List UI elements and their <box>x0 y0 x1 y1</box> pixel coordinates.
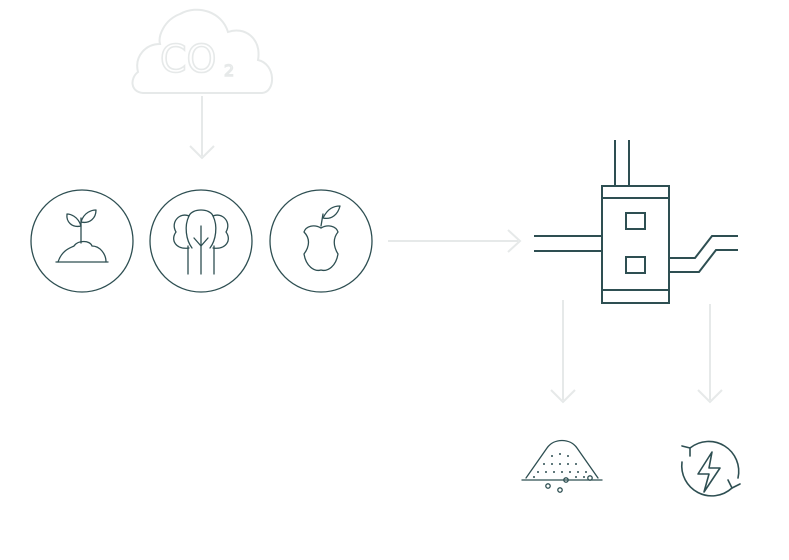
arrow-cloud-to-plants <box>189 96 215 160</box>
digester-reactor-icon <box>534 140 738 304</box>
cloud-co2-icon: CO 2 <box>131 8 273 94</box>
arrow-to-energy <box>697 304 723 404</box>
arrow-to-fertilizer <box>550 300 576 404</box>
co2-label: CO <box>160 37 216 81</box>
co2-subscript: 2 <box>224 61 234 80</box>
apple-core-icon <box>269 189 373 293</box>
trees-icon <box>149 189 253 293</box>
renewable-energy-icon <box>680 440 741 497</box>
sapling-icon <box>30 189 134 293</box>
arrow-feed-to-digester <box>388 229 522 253</box>
fertilizer-pile-icon <box>521 439 603 493</box>
